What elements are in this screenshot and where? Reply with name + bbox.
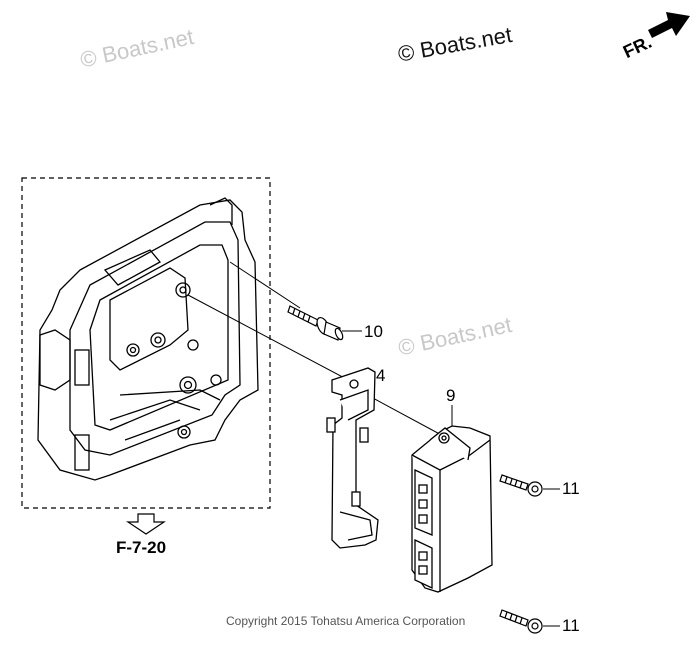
module-9 bbox=[411, 425, 493, 593]
mounting-plate bbox=[37, 197, 259, 481]
callout-4: 4 bbox=[376, 366, 386, 385]
bolt-11-lower bbox=[499, 609, 543, 634]
reference-dashed-box bbox=[21, 177, 271, 509]
bolt-11-upper bbox=[499, 474, 543, 497]
front-direction-arrow-icon bbox=[648, 12, 690, 38]
callout-11-upper: 11 bbox=[562, 479, 580, 498]
reference-arrow-icon bbox=[126, 513, 166, 535]
leader-lines bbox=[187, 261, 560, 627]
bracket-4 bbox=[326, 367, 379, 549]
callout-11-lower: 11 bbox=[562, 616, 580, 635]
callout-10: 10 bbox=[364, 322, 383, 341]
reference-label: F-7-20 bbox=[116, 538, 167, 557]
bolt-10 bbox=[287, 305, 344, 341]
callout-9: 9 bbox=[446, 386, 456, 405]
copyright-text: Copyright 2015 Tohatsu America Corporati… bbox=[226, 614, 466, 628]
